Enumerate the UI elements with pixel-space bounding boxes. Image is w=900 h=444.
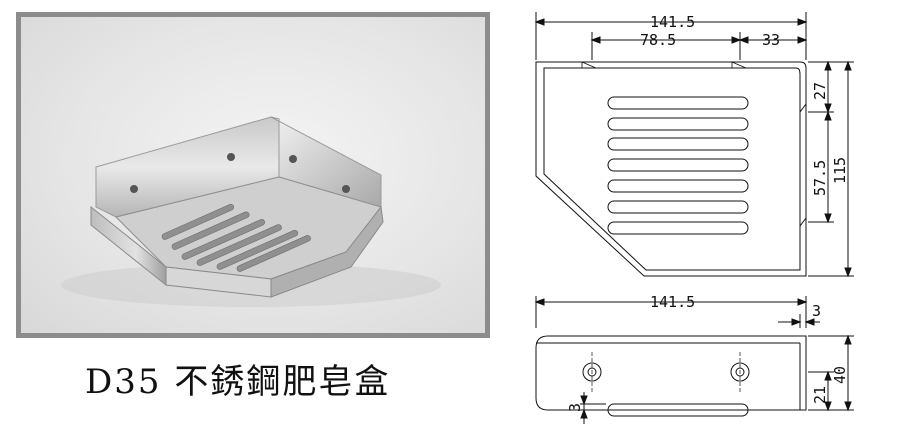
dim-wall-thickness: 3 (812, 302, 821, 320)
dim-overall-width: 141.5 (650, 13, 695, 31)
dim-inner-depth: 57.5 (811, 160, 829, 196)
top-view-inner-outline (543, 67, 801, 271)
dim-inner-width: 78.5 (640, 31, 676, 49)
dim-top-offset: 27 (811, 82, 829, 100)
product-photo-frame (16, 12, 490, 338)
soap-dish-illustration (61, 116, 441, 307)
drain-slots (607, 96, 749, 235)
dim-front-overall-width: 141.5 (650, 293, 695, 311)
technical-drawing: 141.5 78.5 33 27 57.5 115 141.5 3 21 40 … (534, 12, 854, 424)
dim-overall-height: 40 (831, 366, 849, 384)
dim-overall-depth: 115 (831, 157, 849, 184)
product-caption: D35 不銹鋼肥皂盒 (85, 362, 391, 402)
top-view-outline (535, 61, 807, 277)
front-view-outline (535, 335, 807, 411)
dim-base-thickness: 3 (566, 403, 584, 412)
dim-side-width: 33 (762, 31, 780, 49)
product-photo (21, 17, 485, 333)
dim-hole-height: 21 (811, 386, 829, 404)
